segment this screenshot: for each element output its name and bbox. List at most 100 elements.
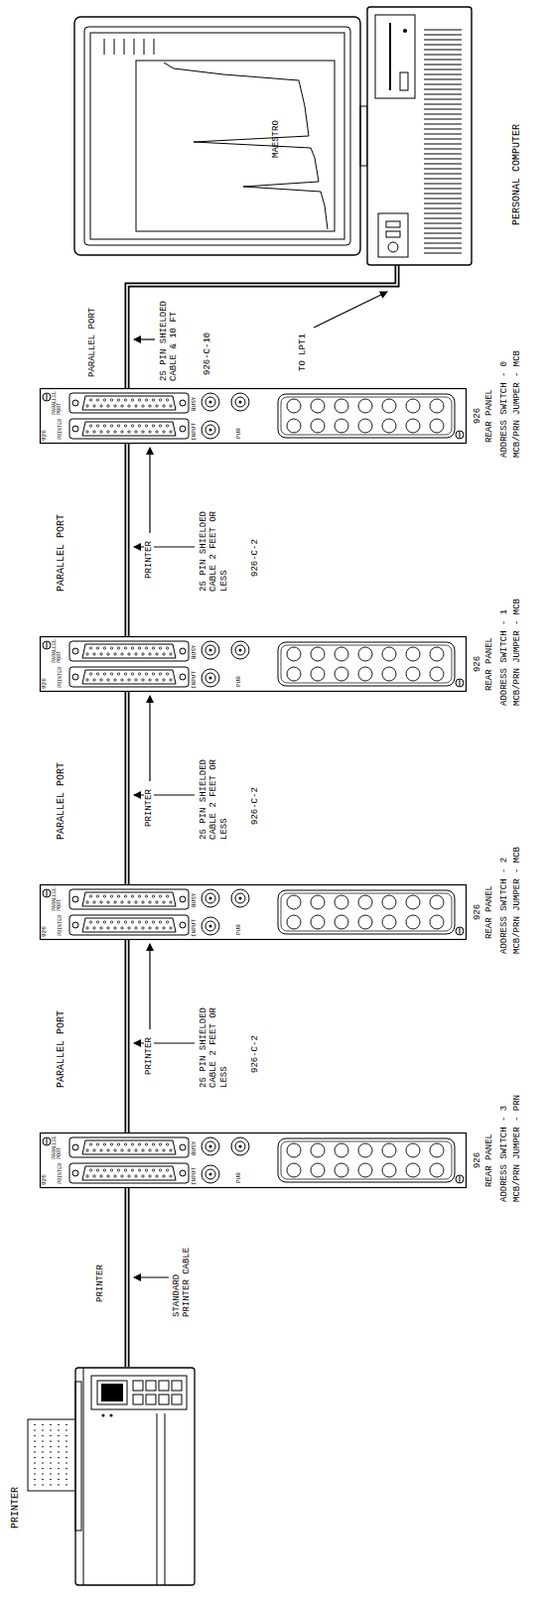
drawing-stroke (382, 399, 397, 413)
drawing-stroke (114, 653, 117, 656)
node-text: 926 (41, 926, 49, 938)
drawing-stroke (151, 673, 154, 676)
bnc-connector (231, 1137, 250, 1156)
drawing-stroke (423, 54, 462, 56)
drawing-stroke (280, 1141, 452, 1180)
drawing-stroke (423, 129, 462, 131)
drawing-stroke (33, 1479, 36, 1482)
drawing-stroke (117, 399, 120, 402)
drawing-stroke (89, 1169, 92, 1172)
drawing-stroke (280, 893, 452, 932)
drawing-stroke (205, 1141, 216, 1152)
drawing-stroke (169, 927, 172, 930)
drawing-stroke (423, 84, 462, 86)
panel-outline (40, 389, 467, 444)
bnc-connector (201, 1137, 220, 1156)
drawing-stroke (121, 1149, 124, 1152)
leader-arrow (134, 1276, 169, 1278)
drawing-stroke (89, 673, 92, 676)
drawing-stroke (128, 405, 131, 408)
bnc-connector (201, 889, 220, 908)
drawing-stroke (209, 1145, 213, 1149)
drawing-stroke (41, 1446, 44, 1449)
cable-inner (127, 265, 398, 389)
drawing-stroke (107, 1149, 110, 1152)
drawing-stroke (144, 647, 147, 650)
drawing-stroke (280, 397, 452, 435)
drawing-stroke (209, 925, 213, 929)
drawing-stroke (110, 424, 113, 427)
drawing-stroke (153, 38, 155, 55)
drawing-stroke (65, 1429, 68, 1432)
drawing-stroke (103, 399, 106, 402)
drawing-stroke (169, 901, 172, 904)
drawing-stroke (93, 1149, 96, 1152)
callout-label: 25 PIN SHIELDED CABLE & 10 FT (158, 293, 180, 382)
node-text: MCB/PRN JUMPER - PRN (512, 1094, 523, 1203)
drawing-stroke (360, 106, 368, 166)
drawing-stroke (286, 895, 301, 910)
drawing-stroke (137, 399, 140, 402)
paper-sheet (27, 1419, 78, 1492)
drawing-stroke (423, 114, 462, 116)
drawing-stroke (386, 221, 401, 228)
node-text: PARALLEL PORT (52, 389, 63, 415)
drawing-stroke (141, 1175, 144, 1178)
drawing-stroke (406, 667, 420, 681)
leader-arrow (148, 944, 150, 1030)
drawing-stroke (107, 927, 110, 930)
node-text: BUSY (191, 645, 199, 660)
drawing-stroke (57, 1484, 60, 1487)
drawing-stroke (72, 674, 79, 680)
drawing-stroke (134, 38, 136, 55)
drawing-stroke (406, 418, 420, 433)
drawing-stroke (131, 424, 134, 427)
drawing-stroke (429, 647, 444, 662)
drawing-stroke (235, 893, 246, 904)
drawing-stroke (165, 895, 168, 898)
drawing-stroke (455, 927, 464, 936)
drawing-stroke (49, 1440, 52, 1443)
drawing-stroke (82, 421, 176, 436)
drawing-stroke (33, 1440, 36, 1443)
drawing-stroke (72, 896, 79, 903)
drawing-stroke (89, 921, 92, 924)
drawing-stroke (286, 418, 301, 433)
drawing-stroke (423, 168, 462, 170)
drawing-stroke (82, 918, 176, 933)
cable-outer (125, 1188, 131, 1367)
node-text: REAR PANEL (484, 606, 495, 722)
drawing-stroke (169, 1175, 172, 1178)
drawing-stroke (151, 1169, 154, 1172)
drawing-stroke (455, 1175, 464, 1184)
drawing-stroke (131, 1143, 134, 1146)
drawing-stroke (41, 1451, 44, 1454)
drawing-stroke (117, 424, 120, 427)
drawing-stroke (121, 430, 124, 433)
drawing-stroke (406, 1143, 420, 1158)
drawing-stroke (33, 1457, 36, 1460)
drawing-stroke (114, 1149, 117, 1152)
node-text: PARALLEL PORT (52, 1133, 63, 1160)
callout-label: 926-C-10 (202, 332, 213, 376)
drawing-stroke (57, 1468, 60, 1471)
drawing-stroke (205, 921, 216, 932)
drawing-stroke (72, 922, 79, 929)
drawing-stroke (65, 1440, 68, 1443)
pc-drawing (74, 6, 527, 266)
drawing-stroke (205, 673, 216, 683)
drawing-stroke (235, 1141, 246, 1152)
cable-inner (126, 940, 129, 1133)
drawing-stroke (423, 44, 462, 46)
drawing-stroke (423, 138, 462, 140)
drawing-stroke (96, 1143, 99, 1146)
drawing-stroke (135, 653, 137, 656)
node-text: MCB/PRN JUMPER - MCB (512, 350, 523, 458)
drawing-stroke (423, 59, 462, 61)
drawing-stroke (171, 1394, 182, 1405)
node-text: INPUT (191, 671, 199, 689)
drawing-stroke (334, 1163, 349, 1178)
panel-drawing (39, 636, 467, 692)
drawing-stroke (117, 647, 120, 650)
